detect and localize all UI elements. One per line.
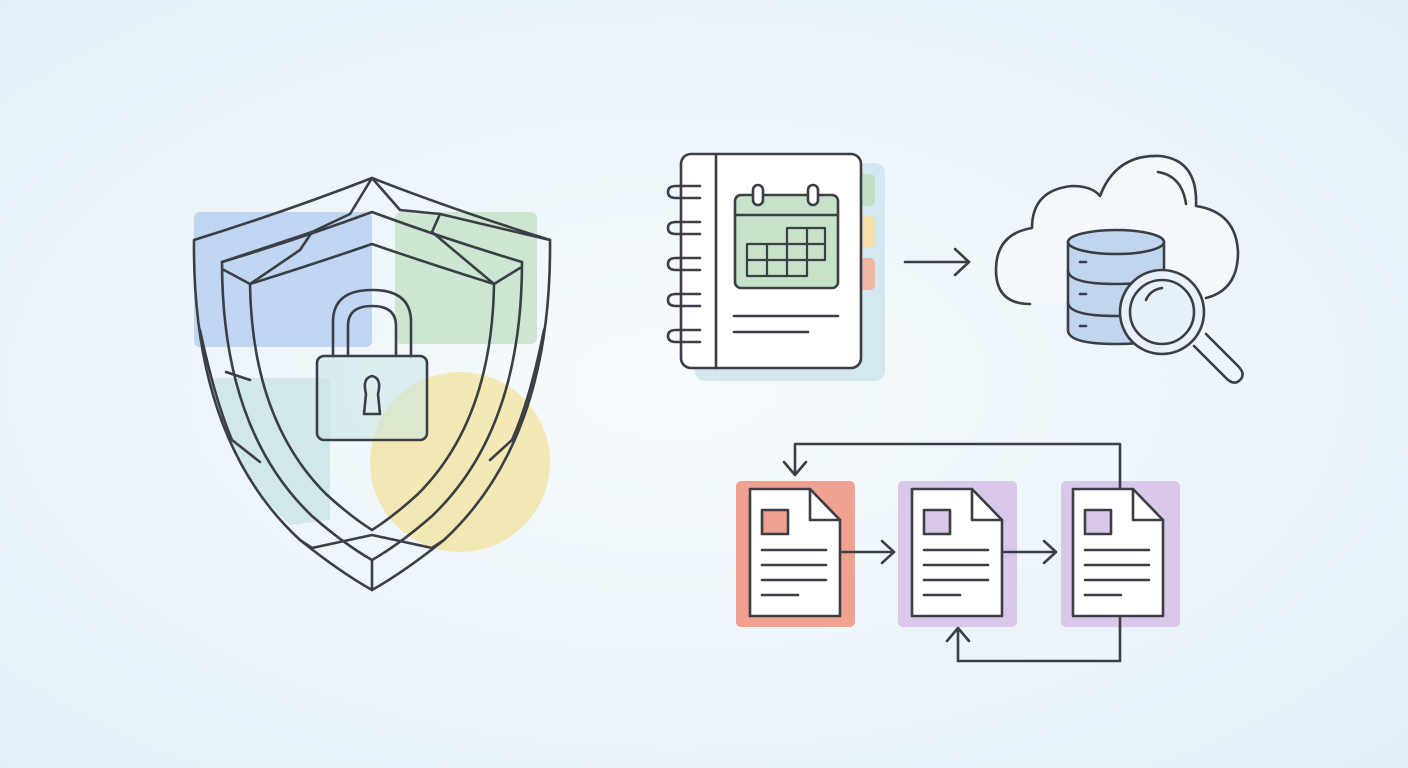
shield-teal-block [210,378,330,525]
shield-green-block [395,212,537,344]
spiral-notebook-calendar-icon [666,152,885,381]
padlock-icon [315,288,429,442]
shield-padlock-icon [192,176,552,592]
padlock-shackle [331,288,413,358]
document-review-cycle-icon [736,442,1180,663]
document-2-icon [910,487,1004,618]
document-3-icon [1071,487,1165,618]
arrow-doc2-to-doc3-icon [1000,539,1058,565]
calendar-grid [745,226,827,278]
padlock-shackle-inner [346,304,398,358]
cloud-database-search-icon [994,154,1244,384]
arrow-right-icon [903,247,971,277]
arrow-doc1-to-doc2-icon [838,539,896,565]
shield-facet-lines [198,176,552,592]
loop-arrow-top [793,442,1122,492]
padlock-body [315,354,429,442]
loop-arrow-bottom [956,614,1122,663]
calendar-ring-right [806,183,820,207]
shield-blue-block [194,212,372,347]
loop-arrow-bottom-head [945,626,971,643]
document-1-icon [748,487,842,618]
magnifier-icon [1118,268,1244,384]
calendar-ring-left [751,183,765,207]
loop-arrow-top-head [782,460,808,477]
padlock-keyhole [362,374,382,416]
cloud-inner-arc [1156,170,1188,206]
notebook-spiral-rings [666,184,702,344]
